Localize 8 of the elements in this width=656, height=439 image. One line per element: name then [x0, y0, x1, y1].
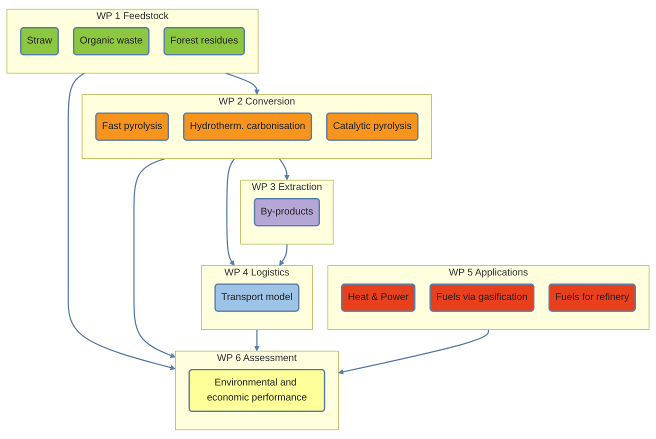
- arrow: [225, 72, 260, 95]
- arrow: [226, 158, 235, 266]
- arrow: [68, 72, 176, 370]
- arrow: [254, 330, 260, 352]
- arrow: [133, 158, 176, 358]
- arrow: [338, 330, 490, 374]
- arrow: [279, 244, 288, 266]
- arrow: [278, 158, 290, 180]
